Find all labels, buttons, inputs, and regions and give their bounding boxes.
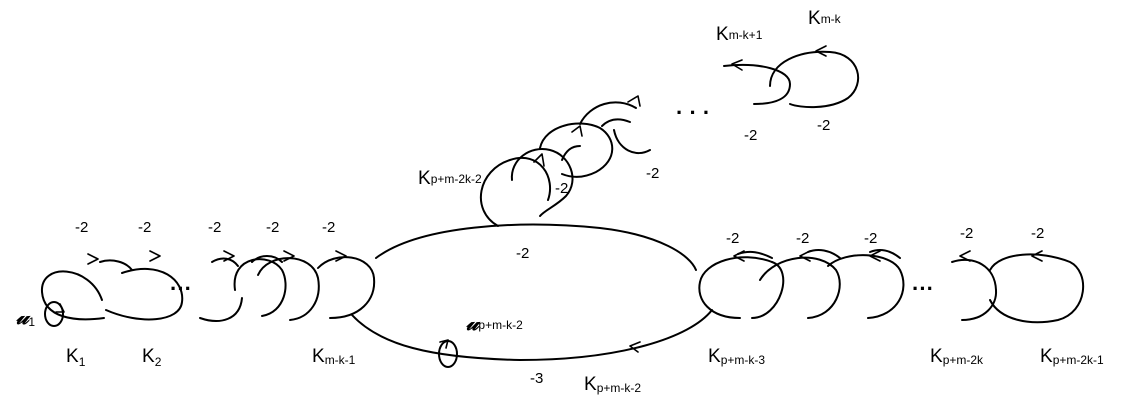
component-kp-m-2k-2: [480, 157, 551, 227]
arrow-mu2: [439, 339, 449, 349]
arrow-kp-m-k-2: [629, 341, 641, 353]
left-chain-overstrand-1: [99, 259, 133, 271]
meridian-mu1-loop: [44, 301, 64, 327]
framing-label: -2: [1031, 225, 1044, 242]
component-kp-m-k-2-bottom: [351, 309, 713, 362]
arrow-d3: [627, 95, 641, 107]
arrow-r4: [959, 250, 971, 262]
component-d2: [510, 148, 574, 217]
label-k1: K1: [66, 346, 86, 369]
framing-label: -3: [530, 370, 543, 387]
arrow-k4: [223, 250, 235, 262]
arrow-k1: [87, 253, 99, 265]
component-kp-m-k-2: [375, 223, 697, 271]
component-r4: [827, 254, 905, 319]
ellipsis-right: ···: [912, 276, 934, 301]
label-mu2: 𝓊p+m-k-2: [466, 310, 523, 336]
framing-label: -2: [322, 219, 335, 236]
arrow-km-k-1: [335, 250, 347, 262]
label-km-k-1: Km-k-1: [312, 346, 356, 367]
framing-label: -2: [817, 117, 830, 134]
label-k2: K2: [142, 346, 162, 369]
component-labels: K1 K2 Km-k-1 Kp+m-k-2 Kp+m-k-3 Kp+m-2k K…: [66, 8, 1104, 395]
arrow-k2: [149, 250, 161, 262]
component-d4: [579, 101, 637, 125]
label-kp-m-2k: Kp+m-2k: [930, 346, 984, 367]
central-chain: [351, 223, 713, 368]
framing-label: -2: [864, 230, 877, 247]
framing-label: -2: [266, 219, 279, 236]
component-k1: [40, 270, 105, 321]
left-chain-overstrand-2: [211, 257, 239, 267]
right-chain-overstrand-2: [807, 249, 841, 259]
arrow-km-k: [815, 45, 827, 57]
component-k3-partial: [199, 297, 243, 322]
framing-label: -2: [960, 225, 973, 242]
label-kp-m-2k-1: Kp+m-2k-1: [1040, 346, 1104, 367]
label-km-k1: Km-k+1: [716, 24, 763, 45]
framings: -2 -2 -2 -2 -2 -2 -3 -2 -2 -2 -2 -2 -2 -…: [75, 117, 1044, 387]
arrow-r1: [733, 250, 745, 262]
framing-label: -2: [726, 230, 739, 247]
component-kp-m-2k: [951, 258, 998, 321]
component-d3: [539, 122, 614, 178]
arrow-r5: [1031, 250, 1043, 262]
framing-label: -2: [75, 219, 88, 236]
label-kp-m-k-2: Kp+m-k-2: [584, 374, 641, 395]
component-k2: [105, 267, 184, 321]
right-chain: [698, 249, 1085, 324]
arrow-k5: [283, 250, 295, 262]
diagonal-overstrand-2: [601, 118, 631, 127]
arrow-r2: [799, 250, 811, 262]
left-chain-overstrand-3: [251, 255, 283, 263]
arrow-r3: [869, 250, 881, 262]
framing-label: -2: [744, 127, 757, 144]
framing-label: -2: [646, 165, 659, 182]
label-kp-m-k-3: Kp+m-k-3: [708, 346, 765, 367]
component-kp-m-2k-1: [989, 253, 1085, 324]
component-r2: [751, 261, 785, 319]
arrow-km-k1: [731, 59, 743, 71]
component-k4: [233, 258, 287, 317]
framing-label: -2: [208, 219, 221, 236]
left-chain: [40, 250, 376, 327]
label-kp-m-2k-2: Kp+m-2k-2: [418, 168, 482, 189]
component-km-k1: [723, 63, 792, 105]
framing-label: -2: [796, 230, 809, 247]
ellipsis-left: ···: [170, 276, 192, 301]
component-d4-b: [613, 129, 651, 155]
component-r3: [759, 256, 841, 319]
component-km-k-1: [317, 256, 376, 319]
diagonal-chain: [480, 45, 860, 227]
framing-label: -2: [516, 245, 529, 262]
ellipsis-upper: · · ·: [676, 100, 710, 125]
component-km-k: [769, 50, 860, 109]
arrow-d2: [571, 125, 583, 137]
component-k5: [257, 257, 320, 321]
arrow-kp-m-2k-2: [533, 153, 545, 167]
label-mu1: 𝓊1: [16, 304, 35, 330]
framing-label: -2: [138, 219, 151, 236]
label-km-k: Km-k: [808, 8, 842, 29]
diagonal-overstrand-1: [561, 145, 581, 161]
framing-label: -2: [555, 180, 568, 197]
right-chain-overstrand-3: [869, 249, 901, 259]
component-kp-m-k-3: [698, 256, 773, 319]
arrow-mu1: [55, 303, 65, 313]
